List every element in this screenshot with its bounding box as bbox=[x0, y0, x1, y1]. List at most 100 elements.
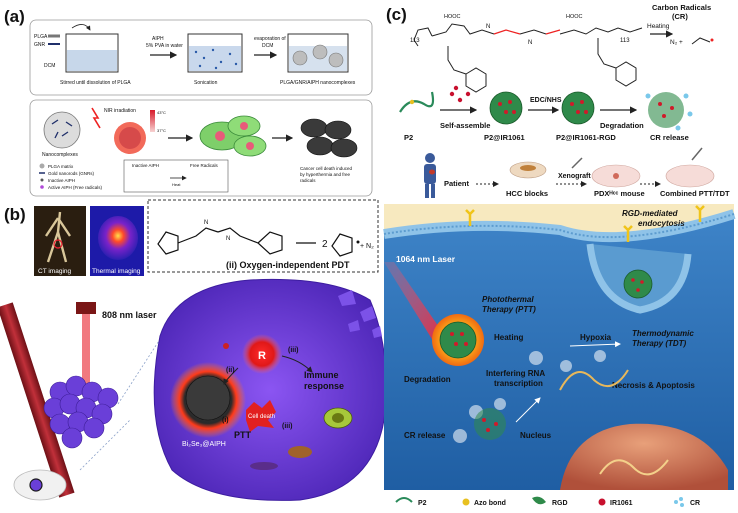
tdt-arrow bbox=[569, 341, 621, 348]
p2-ir-rgd-particle bbox=[561, 91, 595, 125]
ptt-line-1: Photothermal bbox=[482, 295, 534, 304]
er-fold bbox=[250, 462, 278, 470]
radical-ring bbox=[331, 233, 353, 257]
nucleus-arrow bbox=[515, 397, 541, 423]
mechanism-frame bbox=[29, 99, 373, 197]
green-cells bbox=[199, 115, 267, 157]
small-radical bbox=[223, 343, 229, 349]
azo-n-1: N bbox=[204, 220, 208, 226]
synthesis-box: PLGA GNR DCM Stirred until dissolution o… bbox=[29, 19, 373, 96]
beaker-2-particles bbox=[194, 48, 238, 70]
ct-skeleton bbox=[45, 211, 71, 263]
nucleus-label: Nucleus bbox=[520, 431, 552, 440]
p2-ir1061-particle bbox=[489, 91, 523, 125]
legend-gnr: GNR bbox=[34, 42, 46, 48]
step-iii-a: (iii) bbox=[288, 347, 299, 354]
legend-inactive: Inactive AIPH bbox=[48, 178, 75, 183]
legend-active-swatch bbox=[40, 185, 44, 189]
arrow-2-label: Sonication bbox=[194, 80, 218, 86]
repeat-113-right: 113 bbox=[620, 38, 630, 44]
cell-death-label: Cell death bbox=[248, 414, 275, 420]
panel-c-label: (c) bbox=[386, 5, 407, 24]
tumor-cell bbox=[153, 278, 387, 501]
interfering-line-2: transcription bbox=[494, 379, 543, 388]
membrane-lipids bbox=[383, 213, 735, 239]
ptt-line-2: Therapy (PTT) bbox=[482, 305, 536, 314]
polymer-structure bbox=[413, 23, 643, 75]
step-ii: (ii) bbox=[226, 367, 235, 374]
nanocomplexes-label: Nanocomplexes bbox=[42, 152, 78, 158]
step-iii-arrow bbox=[281, 355, 313, 373]
legend-active: Active AIPH (Free radicals) bbox=[48, 185, 103, 190]
particle-core bbox=[185, 375, 231, 421]
azo-n-bottom: N bbox=[528, 40, 532, 46]
heating-label: Heating bbox=[647, 23, 670, 30]
panel-b-label: (b) bbox=[4, 205, 26, 224]
equation-box bbox=[147, 199, 379, 273]
legend-ir: IR1061 bbox=[610, 500, 633, 507]
azo-linker bbox=[493, 29, 521, 35]
death-caption-1: Cancer cell death induced bbox=[300, 166, 353, 171]
add-arrow bbox=[71, 24, 91, 31]
box-heat: Heat bbox=[172, 182, 181, 187]
pdt-label: (ii) Oxygen-independent PDT bbox=[226, 260, 350, 270]
product-caption: PLGA/GNR/AIPH nanocomplexes bbox=[280, 80, 356, 86]
heated-particle bbox=[439, 321, 477, 359]
ptt-label: PTT bbox=[234, 430, 252, 440]
degrading-particle bbox=[474, 408, 506, 440]
panel-b: (b) CT imaging Thermal imaging N N 2 + N… bbox=[0, 199, 387, 501]
interfering-line-1: Interfering RNA bbox=[486, 369, 545, 378]
mouse-tumor bbox=[29, 478, 43, 492]
beaker-1-liquid bbox=[67, 50, 117, 71]
cell-death-burst bbox=[246, 400, 276, 432]
panel-a-label: (a) bbox=[4, 7, 25, 26]
combined-label: Combined PTT/TDT bbox=[660, 189, 730, 198]
reaction-box bbox=[123, 159, 229, 193]
laser-head bbox=[76, 302, 96, 314]
legend-plga-matrix-swatch bbox=[39, 163, 45, 169]
syringe-1 bbox=[571, 157, 583, 169]
nanocomplex-sphere bbox=[43, 111, 81, 149]
radical-symbol: R bbox=[258, 350, 266, 362]
box-free: Free Radicals bbox=[190, 163, 219, 168]
immune-cell-nucleus bbox=[332, 413, 344, 423]
hcc-label: HCC blocks bbox=[506, 189, 548, 198]
azo-linker-2 bbox=[545, 29, 561, 35]
edc-label: EDC/NHS bbox=[530, 97, 562, 104]
tdt-line-1: Thermodynamic bbox=[632, 329, 694, 338]
xenograft-label: Xenograft bbox=[558, 173, 591, 180]
legend-azo-icon bbox=[462, 498, 470, 506]
repeat-113-left: 113 bbox=[410, 38, 420, 44]
hcc-tissue bbox=[520, 165, 536, 171]
laser-1064-label: 1064 nm Laser bbox=[396, 254, 456, 264]
pdx-label: PDXᴴᶜᶜ mouse bbox=[594, 189, 645, 198]
rgd-endo-2: endocytosis bbox=[638, 219, 685, 228]
receptors bbox=[465, 205, 705, 242]
legend-rgd-icon bbox=[532, 496, 546, 505]
endocytosed-core bbox=[631, 278, 644, 292]
immune-line-2: response bbox=[304, 381, 344, 391]
p2-label: P2 bbox=[404, 133, 413, 142]
cr-radical-dot bbox=[710, 38, 714, 42]
p2-chain bbox=[399, 91, 435, 113]
temp-high: 43°C bbox=[157, 110, 166, 115]
p2-azo bbox=[409, 99, 415, 105]
legend-cr: CR bbox=[690, 500, 700, 507]
hypoxia-label: Hypoxia bbox=[580, 333, 612, 342]
ct-tumor-marker bbox=[53, 239, 63, 249]
rgd-endo-1: RGD-mediated bbox=[622, 209, 679, 218]
legend-p2: P2 bbox=[418, 500, 427, 507]
tumor-cluster bbox=[43, 375, 119, 449]
degrading-core bbox=[482, 418, 498, 432]
step-iii-b: (iii) bbox=[282, 423, 293, 430]
equation-n2: + N₂ bbox=[360, 243, 374, 250]
legend-bar bbox=[384, 490, 734, 512]
tdt-line-2: Therapy (TDT) bbox=[632, 339, 687, 348]
pdx-tumor bbox=[613, 173, 619, 179]
carbon-radicals-line-1: Carbon Radicals bbox=[652, 3, 711, 12]
ct-label: CT imaging bbox=[38, 268, 72, 275]
cooh-1: HOOC bbox=[444, 14, 461, 20]
temperature-bar bbox=[150, 110, 155, 132]
legend-plga: PLGA bbox=[34, 34, 48, 40]
gold-nanorods bbox=[51, 119, 73, 139]
